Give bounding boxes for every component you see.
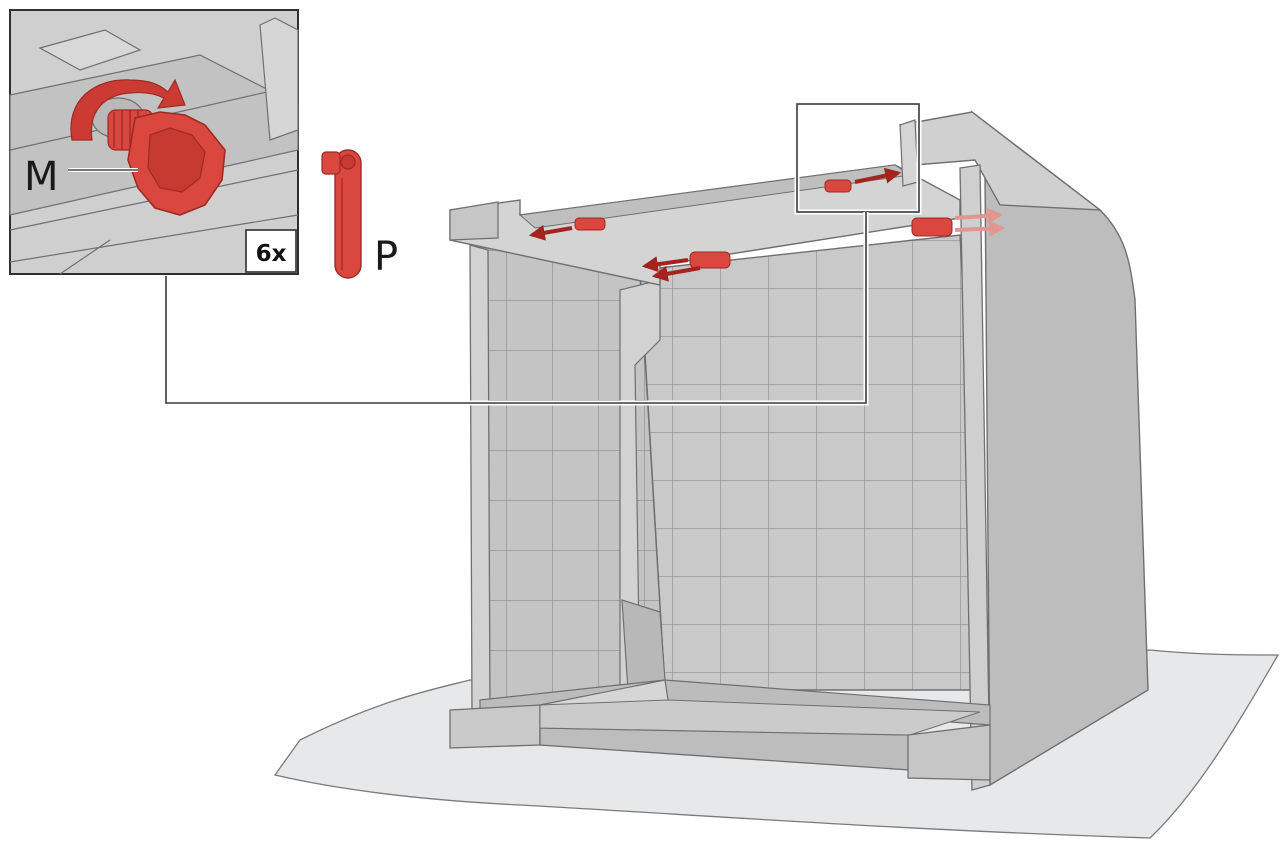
adjuster-part-4 [911,217,953,237]
move-arrow-3 [651,265,701,282]
cabinet-right-side [970,110,1149,787]
part-m-label: M [24,154,59,200]
part-m-screw-icon [107,109,226,216]
cabinet-left-stile [469,244,491,715]
cabinet-back-wall [639,234,986,691]
cabinet-top-rail [449,164,961,286]
cabinet-right-stile [959,164,991,791]
part-p-tool-icon [321,149,362,279]
quantity-label: 6x [256,241,287,267]
adjuster-part-2 [689,251,731,269]
move-arrow-2 [641,256,689,273]
move-arrow-4 [854,167,902,184]
adjuster-part-1 [574,217,606,231]
part-p-label: P [374,234,398,280]
quantity-badge [245,229,297,273]
move-arrow-1 [528,224,573,241]
move-arrow-6 [954,220,1006,237]
curved-rotate-arrow-icon [70,78,186,141]
adjuster-part-3 [824,179,852,193]
detail-inset: M 6x [9,9,299,275]
move-arrow-5 [954,207,1004,224]
